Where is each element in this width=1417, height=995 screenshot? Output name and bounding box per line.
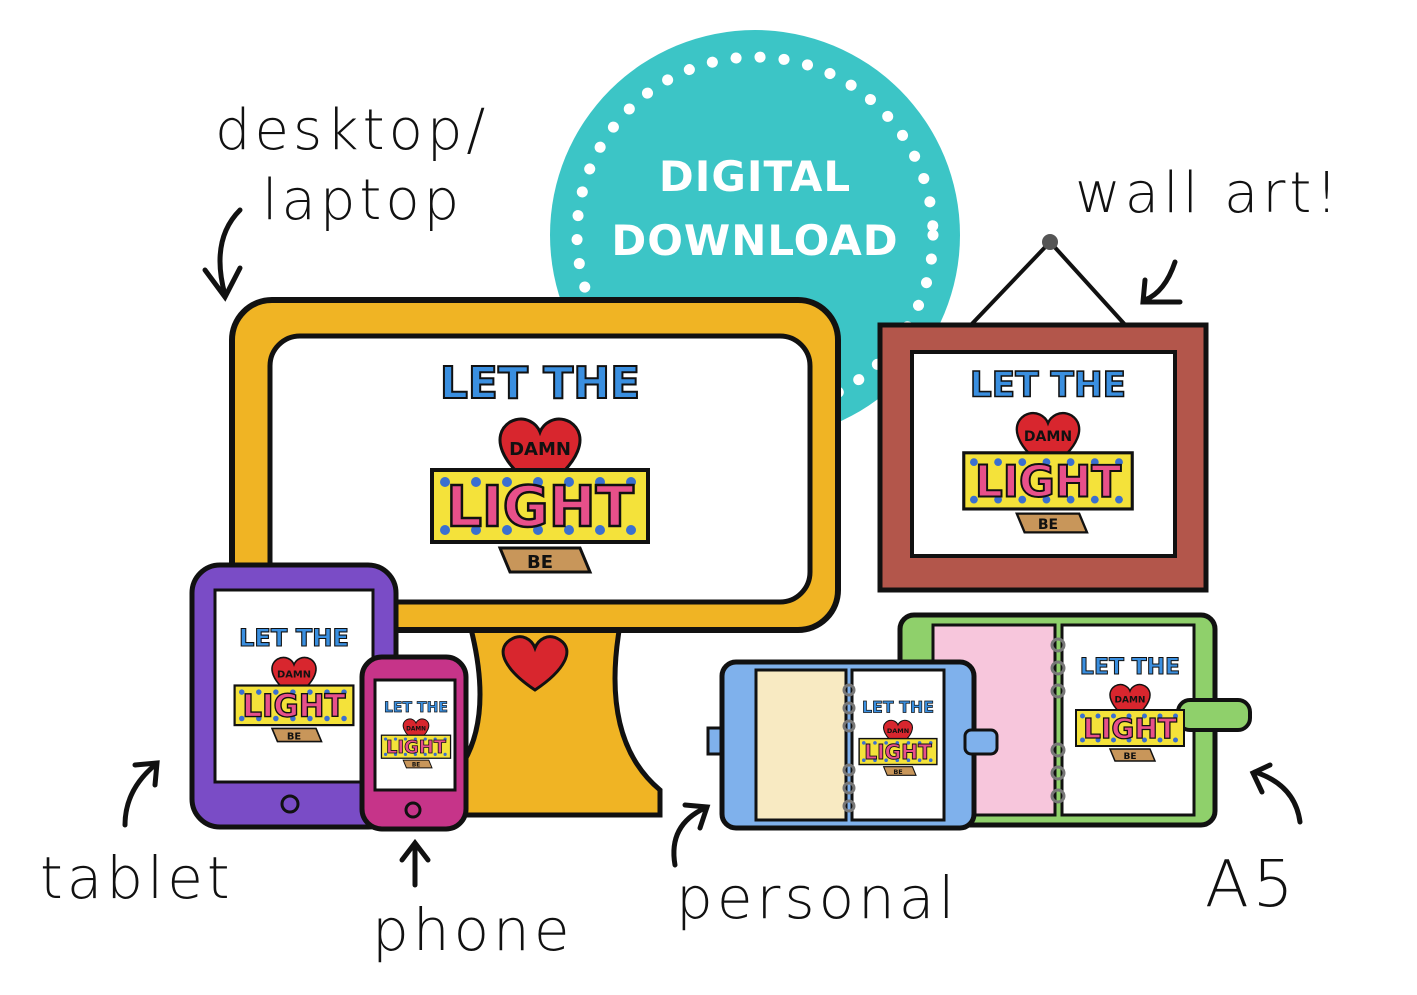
personal-planner <box>706 659 999 831</box>
artwork-logo: LET THE DAMN LIGHT BE <box>233 623 355 743</box>
monitor-stand <box>437 622 663 818</box>
svg-text:BE: BE <box>893 768 902 776</box>
svg-text:LIGHT: LIGHT <box>1083 712 1177 745</box>
label-wall-art: wall art! <box>1075 161 1342 226</box>
artwork-logo: LET THE DAMN LIGHT BE <box>858 697 938 776</box>
svg-text:BE: BE <box>412 763 420 769</box>
svg-text:DAMN: DAMN <box>887 727 909 735</box>
artwork-logo: LET THE DAMN LIGHT BE <box>962 365 1134 534</box>
wall-art-hanger <box>966 234 1130 330</box>
artwork-logo: LET THE DAMN LIGHT BE <box>1075 655 1185 762</box>
badge-line-2: DOWNLOAD <box>611 216 899 265</box>
label-desktop: desktop/ <box>215 98 490 163</box>
svg-text:DAMN: DAMN <box>1024 429 1072 445</box>
svg-text:LIGHT: LIGHT <box>975 456 1121 507</box>
svg-text:LET THE: LET THE <box>239 624 349 652</box>
svg-text:BE: BE <box>1123 752 1136 762</box>
svg-text:LIGHT: LIGHT <box>242 688 345 724</box>
svg-text:DAMN: DAMN <box>406 726 426 732</box>
heart-icon <box>501 635 569 692</box>
label-personal: personal <box>676 864 959 932</box>
label-laptop: laptop <box>262 168 464 233</box>
svg-text:DAMN: DAMN <box>509 439 571 460</box>
arrow-icon <box>217 207 243 298</box>
badge-line-1: DIGITAL <box>658 152 852 201</box>
svg-text:LET THE: LET THE <box>1080 655 1180 680</box>
label-a5: A5 <box>1205 848 1298 922</box>
label-phone: phone <box>372 896 574 964</box>
svg-text:LET THE: LET THE <box>862 698 934 717</box>
artwork-logo: LET THE DAMN LIGHT BE <box>380 700 452 769</box>
label-tablet: tablet <box>40 844 234 912</box>
svg-text:LIGHT: LIGHT <box>864 740 932 764</box>
arrows <box>122 207 1303 888</box>
svg-text:LET THE: LET THE <box>970 366 1126 406</box>
svg-text:LIGHT: LIGHT <box>446 475 634 540</box>
arrow-icon <box>1142 259 1178 303</box>
arrow-icon <box>122 762 158 828</box>
artwork-logo: LET THE DAMN LIGHT BE <box>430 357 650 574</box>
svg-text:LET THE: LET THE <box>440 358 640 409</box>
svg-text:LET THE: LET THE <box>384 700 448 716</box>
svg-text:BE: BE <box>1038 517 1058 533</box>
svg-text:DAMN: DAMN <box>1115 696 1146 706</box>
svg-text:BE: BE <box>287 731 302 742</box>
svg-text:LIGHT: LIGHT <box>386 737 447 758</box>
svg-text:BE: BE <box>527 552 553 573</box>
arrow-icon <box>671 805 708 868</box>
arrow-icon <box>1252 769 1303 825</box>
svg-text:DAMN: DAMN <box>277 669 311 680</box>
